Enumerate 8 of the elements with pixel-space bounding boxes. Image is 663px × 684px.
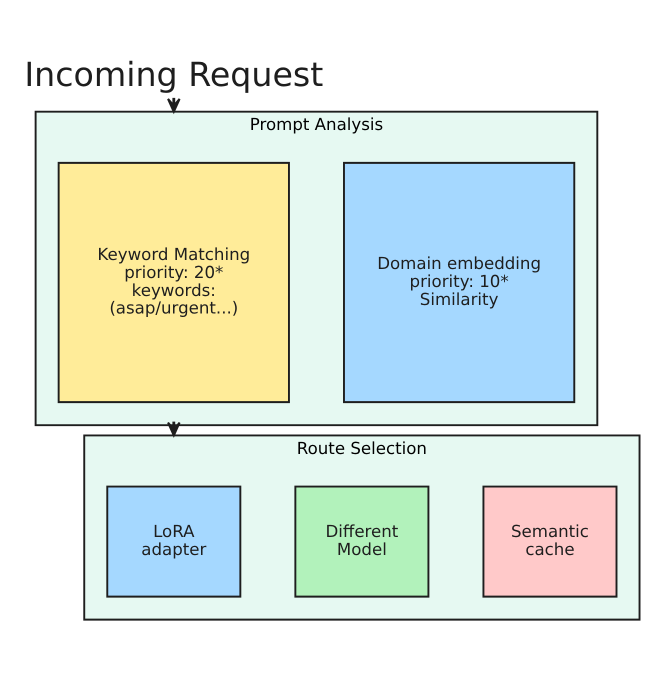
node-text: Incoming Request xyxy=(24,54,324,94)
node-box: Different Model xyxy=(294,486,430,598)
arrow xyxy=(167,422,181,436)
arrow xyxy=(167,98,181,113)
node-box: Keyword Matching priority: 20* keywords: (asap/urgent...) xyxy=(58,162,290,404)
node-box: Domain embedding priority: 10* Similarity xyxy=(343,162,576,404)
node-box: Semantic cache xyxy=(482,486,618,598)
node-box: LoRA adapter xyxy=(106,486,242,598)
